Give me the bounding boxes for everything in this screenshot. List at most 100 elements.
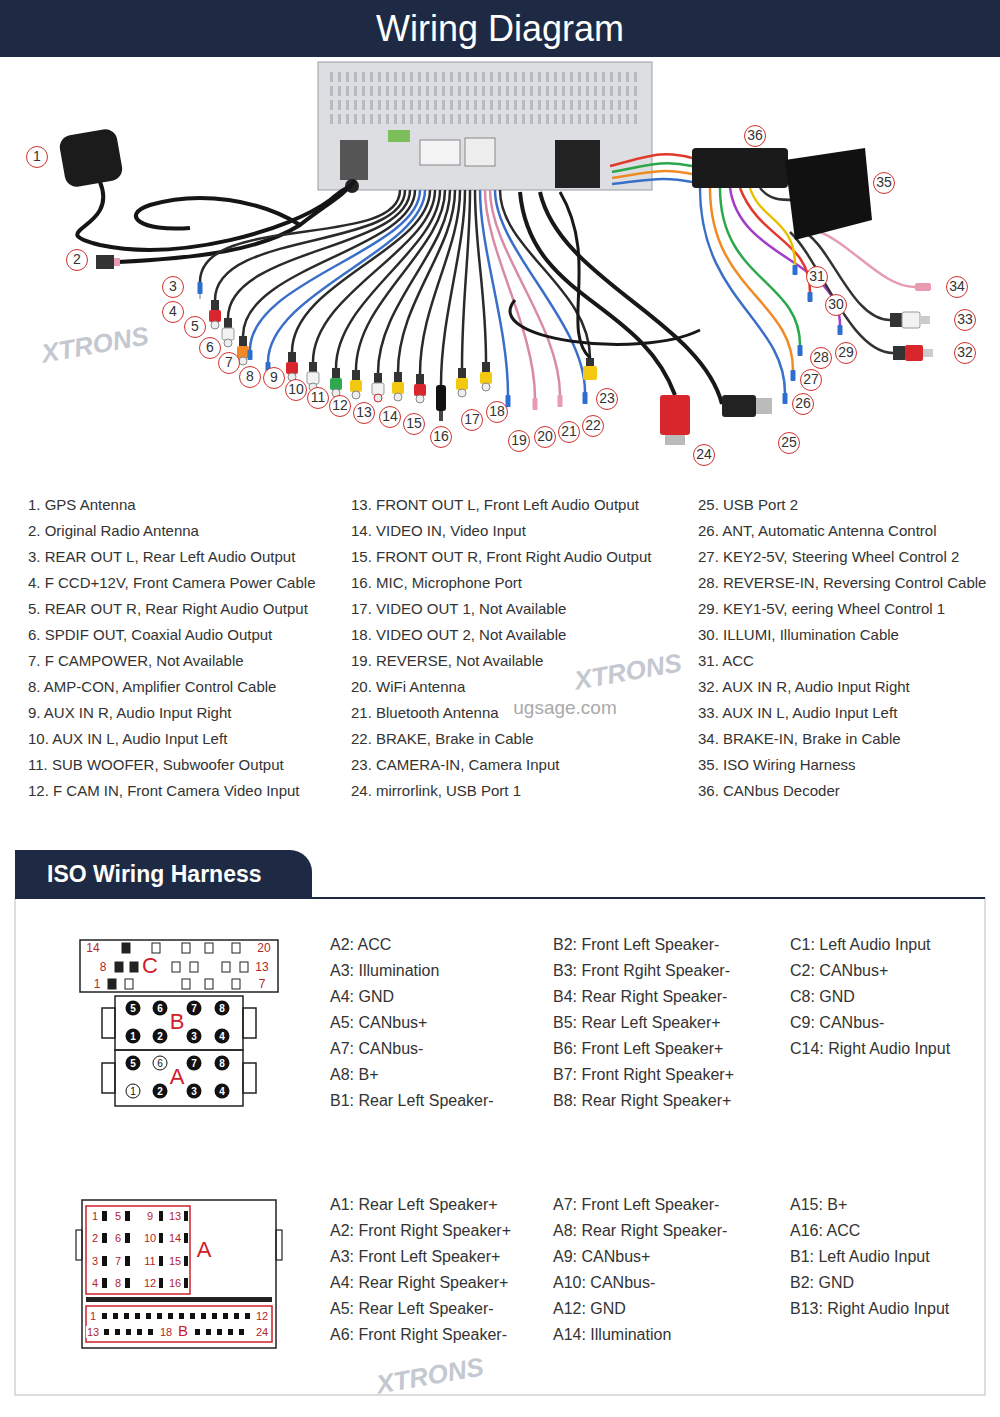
part-description: 34. BRAKE-IN, Brake in Cable [698,730,901,748]
part-description: 16. MIC, Microphone Port [351,574,522,592]
callout-number: 32 [954,342,976,364]
part-description: 13. FRONT OUT L, Front Left Audio Output [351,496,639,514]
part-description: 10. AUX IN L, Audio Input Left [28,730,227,748]
pin-assignment: A14: Illumination [553,1325,671,1344]
pin-assignment: C1: Left Audio Input [790,935,931,954]
pin-number: 5 [114,1210,122,1222]
part-description: 12. F CAM IN, Front Camera Video Input [28,782,300,800]
pin-number: 6 [114,1232,122,1244]
part-description: 17. VIDEO OUT 1, Not Available [351,600,566,618]
part-description: 31. ACC [698,652,754,670]
part-description: 18. VIDEO OUT 2, Not Available [351,626,566,644]
pin-number: 7 [187,1001,202,1016]
pin-assignment: B4: Rear Right Speaker- [553,987,727,1006]
part-description: 21. Bluetooth Antenna [351,704,499,722]
pin-number: 6 [153,1001,168,1016]
pin-number: 15 [168,1255,182,1267]
pin-number: 12 [255,1310,269,1322]
pin-number: 7 [258,978,267,991]
callout-number: 29 [835,342,857,364]
gps-antenna [58,127,124,188]
callout-number: 18 [486,401,508,423]
part-description: 5. REAR OUT R, Rear Right Audio Output [28,600,308,618]
pin-assignment: A12: GND [553,1299,626,1318]
pin-assignment: A7: Front Left Speaker- [553,1195,719,1214]
part-description: 29. KEY1-5V, eering Wheel Control 1 [698,600,945,618]
pin-number: 18 [159,1326,173,1338]
pin-assignment: A6: Front Right Speaker- [330,1325,507,1344]
pin-number: 12 [143,1277,157,1289]
pin-number: 14 [85,942,100,955]
pin-assignment: A3: Front Left Speaker+ [330,1247,500,1266]
callout-number: 35 [873,172,895,194]
pin-assignment: C14: Right Audio Input [790,1039,950,1058]
pin-number: 7 [114,1255,122,1267]
section-heading: ISO Wiring Harness [15,861,262,888]
connector-letter: C [142,955,158,977]
pin-number: 3 [91,1255,99,1267]
part-description: 1. GPS Antenna [28,496,136,514]
usb-cables [510,192,722,404]
connector-c-pins [108,943,248,989]
pin-assignment: A5: Rear Left Speaker- [330,1299,494,1318]
pin-assignment: B3: Front Rgiht Speaker- [553,961,730,980]
callout-number: 15 [403,413,425,435]
callout-number: 25 [778,432,800,454]
pin-assignment: A1: Rear Left Speaker+ [330,1195,498,1214]
connector-letter: A [197,1239,212,1261]
pin-number: 13 [86,1326,100,1338]
part-description: 27. KEY2-5V, Steering Wheel Control 2 [698,548,959,566]
pin-assignment: A7: CANbus- [330,1039,423,1058]
callout-number: 9 [263,367,285,389]
pin-number: 5 [126,1001,141,1016]
callout-number: 19 [508,430,530,452]
pin-assignment: A8: B+ [330,1065,378,1084]
callout-number: 7 [218,352,240,374]
watermark: ugsage.com [513,697,617,719]
section-tab: ISO Wiring Harness [15,850,312,898]
connector-ab-pins [102,1211,250,1335]
callout-number: 20 [534,426,556,448]
pin-assignment: A4: GND [330,987,394,1006]
part-description: 23. CAMERA-IN, Camera Input [351,756,559,774]
connector-letter: B [178,1323,188,1338]
part-description: 30. ILLUMI, Illumination Cable [698,626,899,644]
callout-number: 24 [693,444,715,466]
callout-number: 3 [162,276,184,298]
callout-number: 5 [184,316,206,338]
part-description: 20. WiFi Antenna [351,678,465,696]
pin-number: 8 [215,1001,230,1016]
pin-assignment: B5: Rear Left Speaker+ [553,1013,721,1032]
pin-number: 4 [91,1277,99,1289]
part-description: 14. VIDEO IN, Video Input [351,522,526,540]
pin-number: 7 [187,1056,202,1071]
pin-number: 3 [187,1029,202,1044]
part-description: 2. Original Radio Antenna [28,522,199,540]
pin-number: 10 [143,1232,157,1244]
pin-number: 4 [215,1084,230,1099]
pin-assignment: B7: Front Right Speaker+ [553,1065,734,1084]
part-description: 3. REAR OUT L, Rear Left Audio Output [28,548,295,566]
connector-letter: B [170,1011,185,1033]
pin-number: 8 [114,1277,122,1289]
head-unit [318,62,652,193]
usb-plugs [660,395,772,445]
callout-number: 11 [307,387,329,409]
harness-panel [15,898,985,1395]
part-description: 7. F CAMPOWER, Not Available [28,652,244,670]
callout-number: 14 [379,406,401,428]
rca-plugs [198,282,598,421]
pin-number: 1 [93,978,102,991]
pin-assignment: A8: Rear Right Speaker- [553,1221,727,1240]
pin-number: 2 [153,1029,168,1044]
canbus-decoder [692,148,788,188]
pin-assignment: A5: CANbus+ [330,1013,427,1032]
callout-number: 26 [792,393,814,415]
callout-number: 28 [810,347,832,369]
antenna-cables [77,180,355,262]
callout-number: 4 [162,301,184,323]
pin-number: 6 [153,1056,168,1071]
callout-number: 12 [329,395,351,417]
watermark: XTRONS [39,320,151,369]
callout-number: 30 [825,294,847,316]
